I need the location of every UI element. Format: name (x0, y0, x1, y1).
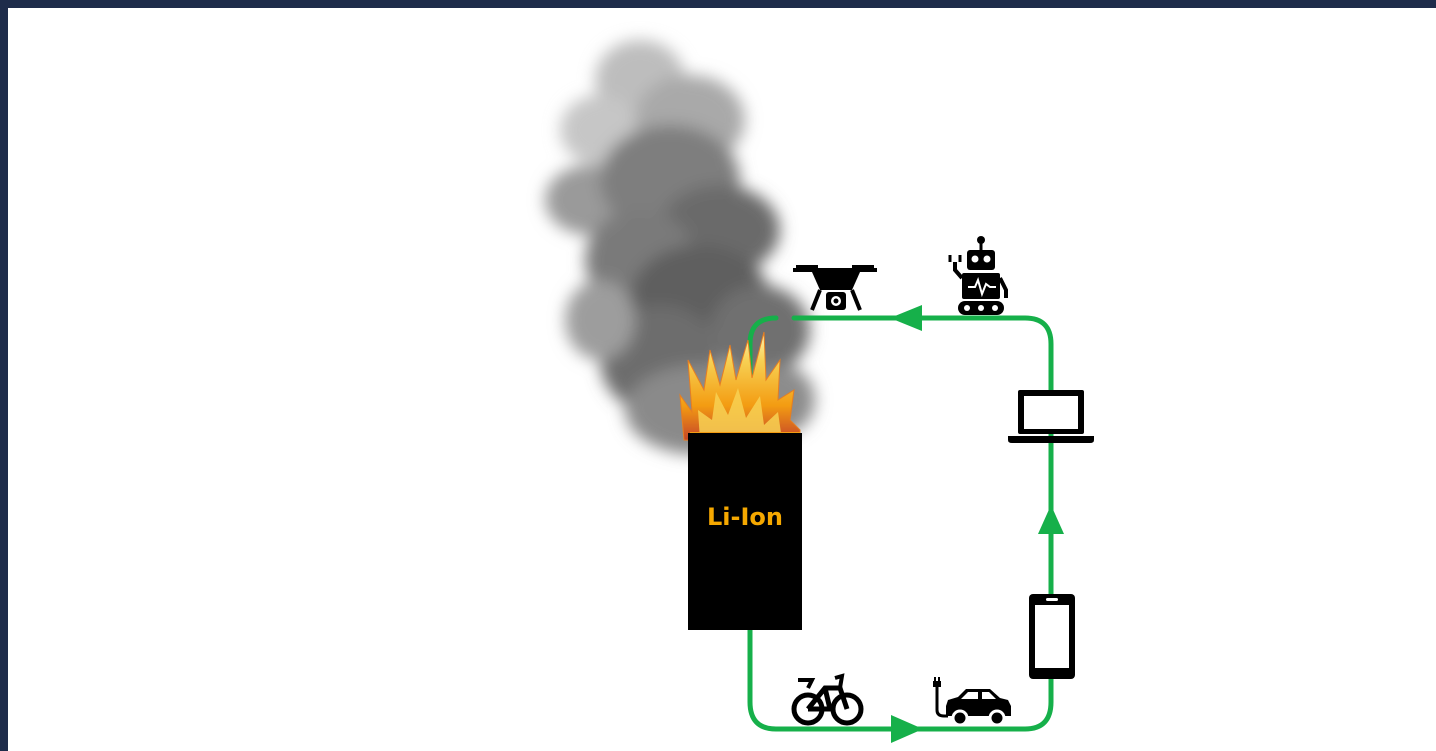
arrow-head-bottom (891, 715, 923, 743)
smartphone-icon (1029, 594, 1075, 679)
battery-label: Li-Ion (688, 503, 802, 531)
bicycle-icon (794, 676, 861, 723)
diagram-canvas: Li-Ion (8, 8, 1436, 751)
arrow-head-right (1038, 505, 1064, 534)
li-ion-battery (688, 433, 802, 630)
electric-car-icon (933, 677, 1011, 725)
robot-icon (950, 236, 1006, 315)
drone-icon (793, 265, 877, 310)
arrow-head-top (890, 305, 922, 331)
battery-cycle-diagram (8, 8, 1436, 751)
